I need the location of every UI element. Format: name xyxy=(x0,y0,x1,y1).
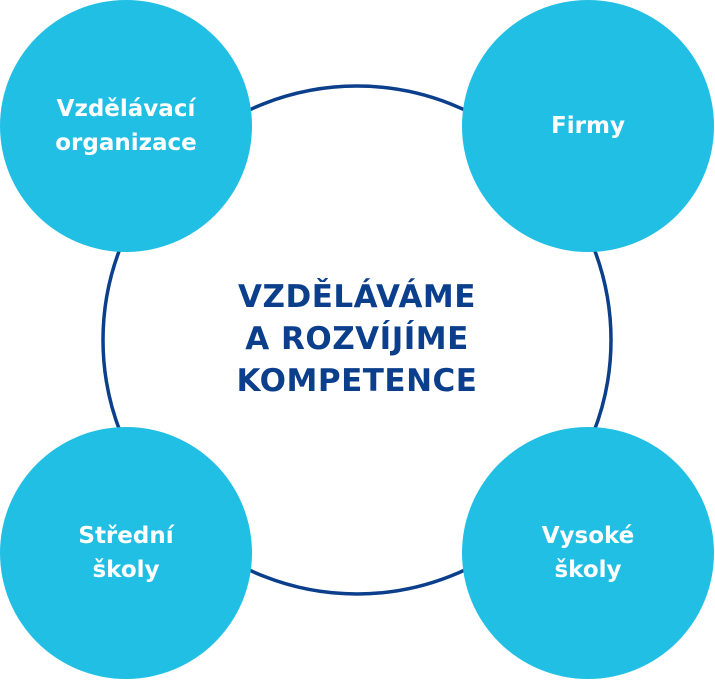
node-label-line-2: organizace xyxy=(55,130,197,156)
node-vysoke-skoly: Vysoké školy xyxy=(462,427,714,679)
center-title: VZDĚLÁVÁME A ROZVÍJÍME KOMPETENCE xyxy=(157,276,557,402)
center-title-line-3: KOMPETENCE xyxy=(236,363,478,399)
node-stredni-skoly: Střední školy xyxy=(0,427,252,679)
node-label-line-1: Firmy xyxy=(551,113,625,139)
node-label-line-2: školy xyxy=(554,557,622,583)
node-label-line-1: Vysoké xyxy=(541,523,635,549)
center-title-line-2: A ROZVÍJÍME xyxy=(245,321,469,357)
node-label-line-2: školy xyxy=(92,557,160,583)
node-vzdelavaci-organizace: Vzdělávací organizace xyxy=(0,0,252,252)
node-label-line-1: Vzdělávací xyxy=(56,96,196,122)
node-label-line-1: Střední xyxy=(78,523,174,549)
node-firmy: Firmy xyxy=(462,0,714,252)
center-title-line-1: VZDĚLÁVÁME xyxy=(238,279,476,315)
ring-circle xyxy=(101,84,613,596)
